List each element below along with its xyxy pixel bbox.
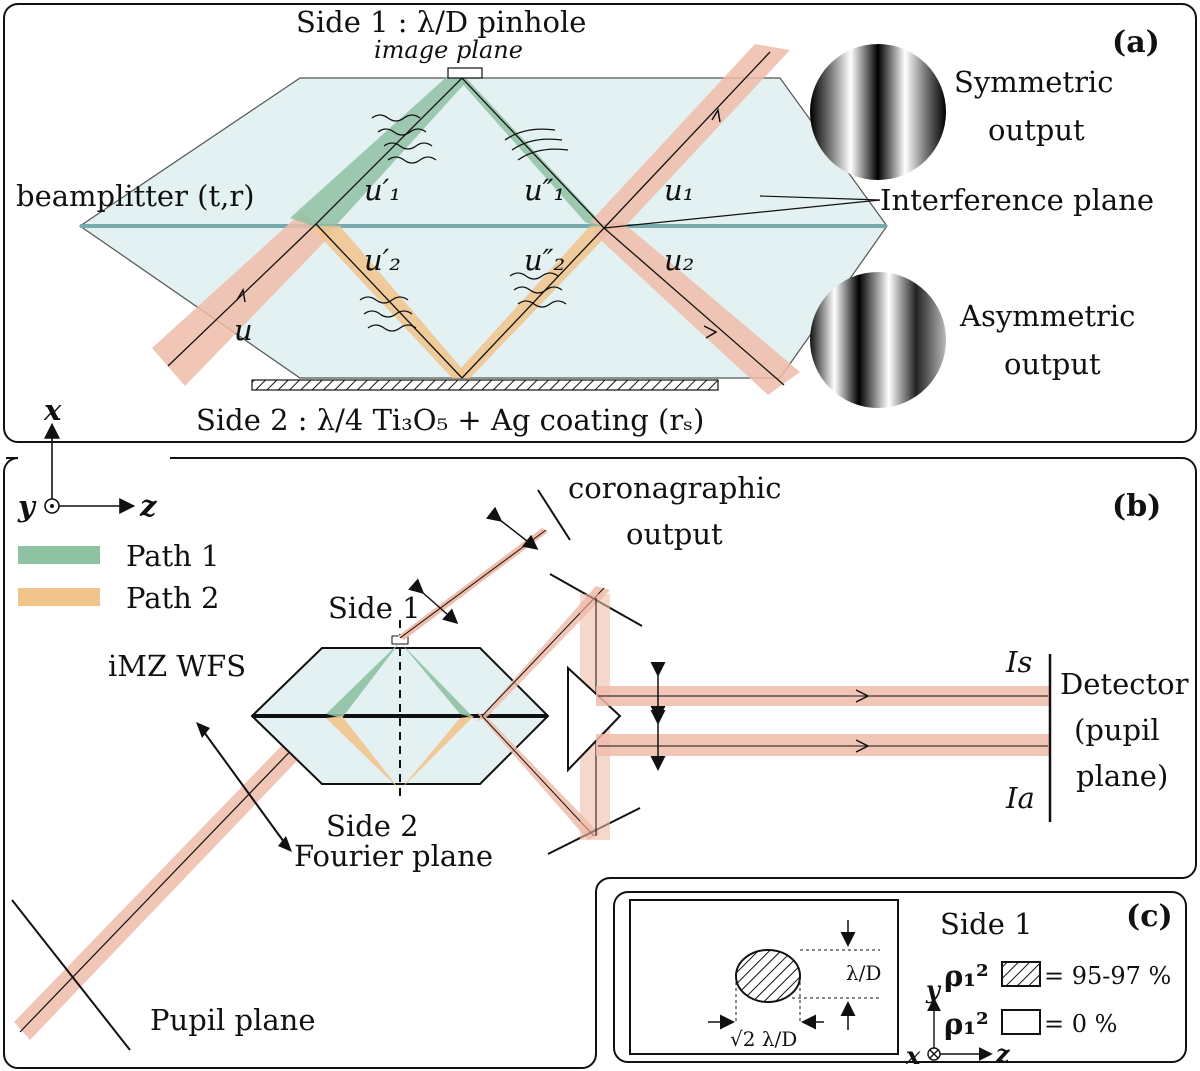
asymmetric-label-1: Asymmetric xyxy=(959,299,1135,333)
side2-label: Side 2 : λ/4 Ti₃O₅ + Ag coating (rₛ) xyxy=(196,403,704,437)
imz-side2-label: Side 2 xyxy=(326,809,419,843)
legend-path2-label: Path 2 xyxy=(126,581,220,615)
u2-label: u₂ xyxy=(664,243,694,277)
coronagraphic-detector xyxy=(537,489,571,541)
u2-prime-label: u′₂ xyxy=(364,243,401,277)
legend-path1-swatch xyxy=(18,546,100,564)
u1-prime-label: u′₁ xyxy=(364,173,401,207)
u2-double-prime-label: u″₂ xyxy=(524,243,565,277)
panel-a-id: (a) xyxy=(1112,25,1160,60)
axis-x-label: x xyxy=(43,393,62,427)
input-beam xyxy=(152,212,332,386)
input-beam-b xyxy=(14,706,336,1040)
u2-arrow xyxy=(703,325,718,339)
rho-empty-label: ρ₁² xyxy=(944,1007,989,1041)
side1-lens xyxy=(408,578,459,624)
sqrt2-lambda-d-label: √2 λ/D xyxy=(730,1027,797,1051)
legend-path2-swatch xyxy=(18,588,100,606)
panel-b-frame xyxy=(3,457,1197,1069)
is-label: Is xyxy=(1005,645,1032,679)
path1-beam-up xyxy=(290,72,468,232)
asymmetric-label-2: output xyxy=(1004,347,1101,381)
lambda-d-label: λ/D xyxy=(846,961,881,985)
image-plane-label: image plane xyxy=(374,36,523,64)
roof-prism xyxy=(567,665,622,773)
c-axis-z-label: z xyxy=(995,1039,1011,1068)
ia-label: Ia xyxy=(1005,781,1035,815)
legend-path1-label: Path 1 xyxy=(126,539,220,573)
panel-a-frame xyxy=(3,3,1197,443)
pinhole-spot xyxy=(735,949,801,1003)
detector-label-1: Detector xyxy=(1060,667,1189,701)
axis-z-label: z xyxy=(139,489,157,523)
wavefront-marks xyxy=(359,114,569,332)
axes-xyz: x y z xyxy=(17,393,157,523)
symmetric-label-1: Symmetric xyxy=(954,65,1113,99)
imz-wfs-label: iMZ WFS xyxy=(108,649,246,683)
c-axis-y-label: y xyxy=(925,975,942,1004)
fourier-plane-label: Fourier plane xyxy=(294,839,493,873)
rho-empty-swatch xyxy=(1001,1009,1041,1035)
detector-beam-ia xyxy=(596,734,1050,756)
symmetric-fringe-image xyxy=(810,44,946,180)
output-beam-u1 xyxy=(590,44,790,232)
coronagraphic-lens xyxy=(485,506,539,550)
pupil-plane-line xyxy=(11,899,131,1051)
panel-c-id: (c) xyxy=(1126,899,1173,934)
symmetric-label-2: output xyxy=(988,113,1085,147)
imz-side1-label: Side 1 xyxy=(328,591,421,625)
side1-label: Side 1 : λ/D pinhole xyxy=(296,5,586,39)
rho-hatched-label: ρ₁² xyxy=(944,959,989,993)
u1-double-prime-label: u″₁ xyxy=(524,173,565,207)
u1-label: u₁ xyxy=(664,173,694,207)
pinhole xyxy=(447,67,483,79)
interference-pointer xyxy=(603,199,881,229)
panel-a: Side 1 : λ/D pinhole image plane (a) bea… xyxy=(3,3,1197,443)
pupil-plane-label: Pupil plane xyxy=(150,1003,316,1037)
fourier-lens xyxy=(203,731,285,843)
interference-plane-label: Interference plane xyxy=(880,183,1154,217)
panel-b: (b) Path 1 Path 2 Pupil plane coronagrap… xyxy=(3,457,1197,1069)
detector-label-2: (pupil xyxy=(1074,713,1160,747)
coronagraphic-label-2: output xyxy=(626,517,723,551)
rho-hatched-value: = 95-97 % xyxy=(1044,962,1171,990)
panel-c: λ/D √2 λ/D Side 1 (c) ρ₁² = 95-97 % ρ₁² … xyxy=(613,891,1187,1070)
asymmetric-fringe-image xyxy=(810,272,946,408)
c-axis-x-label: x xyxy=(905,1041,921,1070)
rho-hatched-swatch xyxy=(1001,961,1041,987)
coronagraphic-label-1: coronagraphic xyxy=(568,471,781,505)
u-label: u xyxy=(234,313,253,347)
panel-c-frame xyxy=(613,891,1187,1063)
rho-empty-value: = 0 % xyxy=(1044,1010,1117,1038)
side2-coating xyxy=(251,379,719,391)
input-arrow xyxy=(236,287,246,303)
beamsplitter-label: beamplitter (t,r) xyxy=(16,179,255,213)
u1-arrow xyxy=(711,107,721,123)
panel-b-id: (b) xyxy=(1112,489,1161,524)
detector-label-3: plane) xyxy=(1076,759,1168,793)
panel-c-side1-label: Side 1 xyxy=(940,907,1033,941)
axis-y-label: y xyxy=(17,489,37,523)
